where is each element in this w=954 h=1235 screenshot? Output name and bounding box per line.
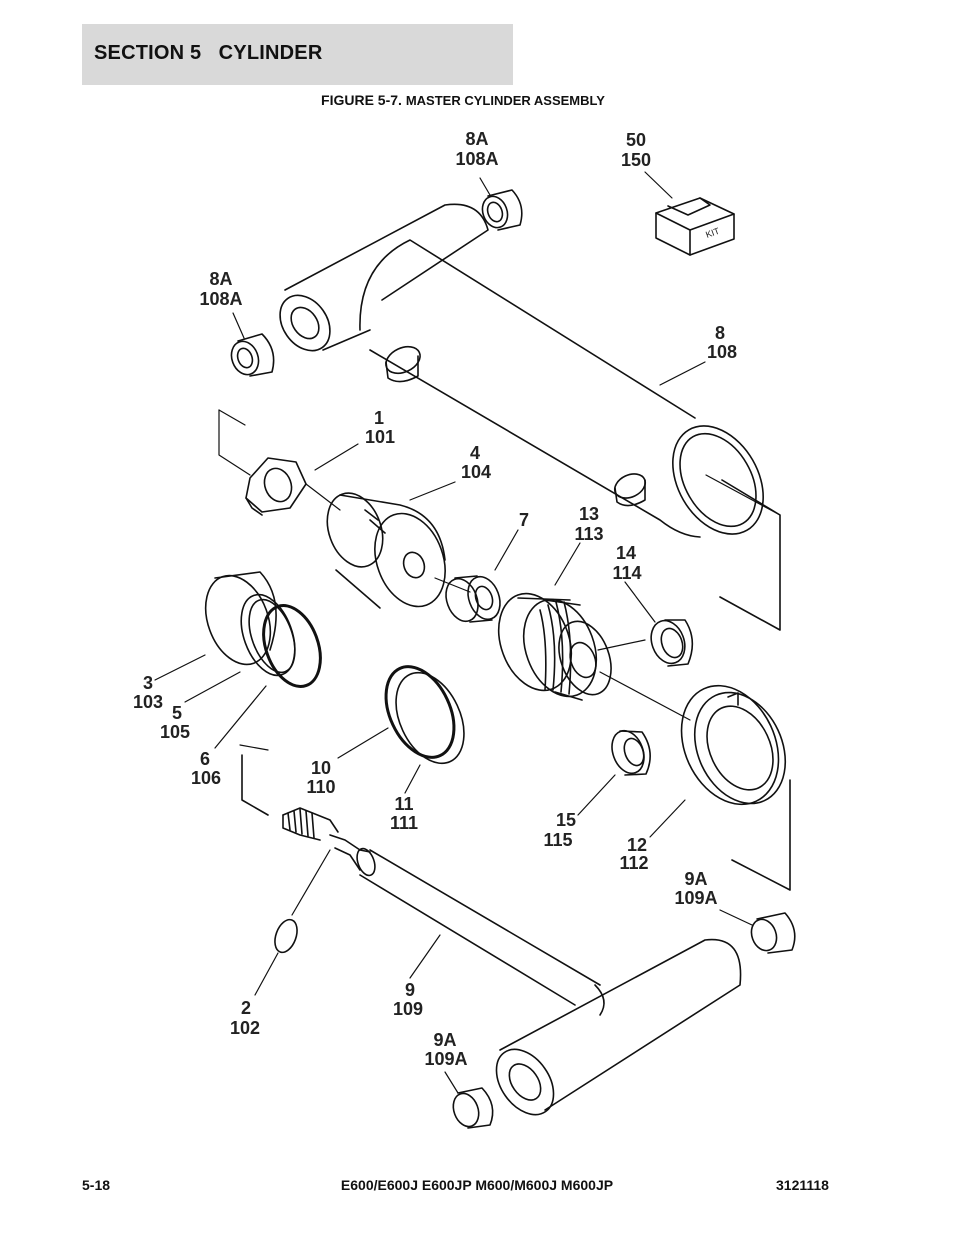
callout-13-part: 113 — [574, 524, 603, 544]
callout-4-item: 4 — [470, 443, 480, 463]
callout-labels: 8A 108A 50 150 8A 108A 8 108 1 101 4 104… — [133, 129, 737, 1069]
callout-9a-bottom-part: 109A — [424, 1049, 467, 1069]
callout-9a-bottom-item: 9A — [433, 1030, 456, 1050]
cylinder-head — [497, 592, 612, 701]
figure-caption: FIGURE 5-7. MASTER CYLINDER ASSEMBLY — [0, 92, 926, 108]
alignment-lines — [218, 409, 781, 751]
callout-8a-top-part: 108A — [455, 149, 498, 169]
callout-2-item: 2 — [241, 998, 251, 1018]
ring-11 — [395, 671, 465, 765]
callout-8a-left-part: 108A — [199, 289, 242, 309]
callout-12-part: 112 — [619, 853, 648, 873]
bushing-8a-top — [481, 189, 523, 231]
callout-12-item: 12 — [627, 835, 647, 855]
callout-14-part: 114 — [612, 563, 641, 583]
cylinder-barrel — [279, 203, 781, 631]
spacer — [445, 575, 501, 623]
callout-8-item: 8 — [715, 323, 725, 343]
callout-13-item: 13 — [579, 504, 599, 524]
callout-10-item: 10 — [311, 758, 331, 778]
callout-3-part: 103 — [133, 692, 163, 712]
piston — [326, 492, 446, 609]
figure-title: MASTER CYLINDER ASSEMBLY — [405, 93, 605, 108]
callout-8-part: 108 — [707, 342, 737, 362]
figure-number: FIGURE 5-7. — [321, 92, 402, 108]
callout-15-part: 115 — [543, 830, 572, 850]
callout-2-part: 102 — [230, 1018, 260, 1038]
page-number: 5-18 — [82, 1177, 111, 1193]
callout-3-item: 3 — [143, 673, 153, 693]
nut — [245, 457, 307, 516]
callout-50-item: 50 — [626, 130, 646, 150]
bushing-9a-right — [750, 912, 796, 954]
oring-10 — [384, 665, 456, 759]
callout-9-part: 109 — [393, 999, 423, 1019]
lock-ring — [680, 684, 791, 891]
bushing-8a-left — [230, 333, 275, 377]
kit-label: KIT — [704, 226, 721, 240]
callout-6-item: 6 — [200, 749, 210, 769]
model-list: E600/E600J E600JP M600/M600J M600JP — [340, 1177, 614, 1193]
document-number: 3121118 — [776, 1177, 829, 1193]
callout-9a-right-item: 9A — [684, 869, 707, 889]
callout-5-item: 5 — [172, 703, 182, 723]
callout-50-part: 150 — [621, 150, 651, 170]
callout-1-item: 1 — [374, 408, 384, 428]
leader-lines — [154, 171, 753, 1094]
callout-6-part: 106 — [191, 768, 221, 788]
callout-5-part: 105 — [160, 722, 190, 742]
callout-9-item: 9 — [405, 980, 415, 1000]
callout-15-item: 15 — [556, 810, 576, 830]
wiper-14 — [650, 619, 694, 667]
callout-11-part: 111 — [390, 813, 418, 833]
callout-1-part: 101 — [365, 427, 395, 447]
seal-15 — [611, 729, 651, 776]
section-title: SECTION 5 CYLINDER — [94, 42, 323, 64]
oring-2 — [274, 918, 298, 954]
callout-9a-right-part: 109A — [674, 888, 717, 908]
callout-10-part: 110 — [306, 777, 335, 797]
bushing-9a-bottom — [452, 1087, 494, 1129]
callout-11-item: 11 — [394, 794, 413, 814]
callout-7-item: 7 — [519, 510, 529, 530]
callout-4-part: 104 — [461, 462, 491, 482]
callout-8a-top-item: 8A — [465, 129, 488, 149]
oring-6 — [262, 604, 322, 688]
piston-rod — [241, 754, 742, 1116]
section-header: SECTION 5 CYLINDER — [82, 24, 513, 85]
seal-kit-box: KIT — [655, 197, 735, 256]
callout-14-item: 14 — [616, 543, 636, 563]
callout-8a-left-item: 8A — [209, 269, 232, 289]
ring-5 — [240, 593, 296, 677]
